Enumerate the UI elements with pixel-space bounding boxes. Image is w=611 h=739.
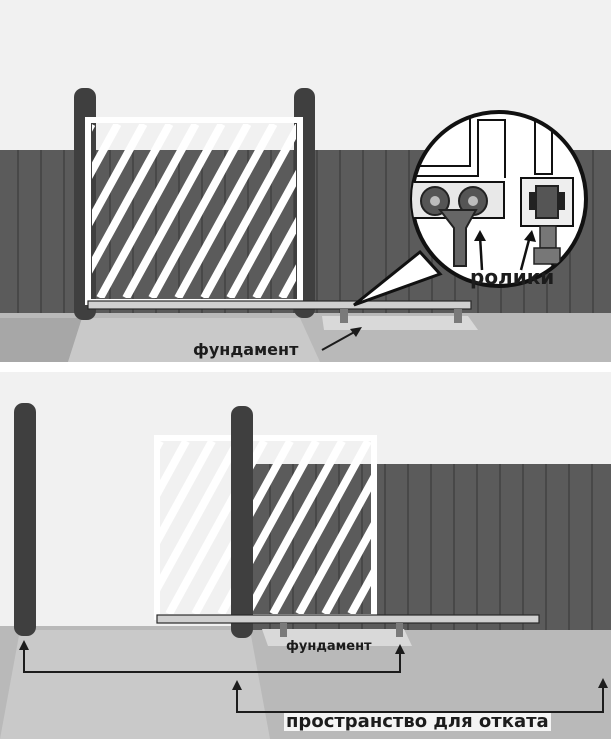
gate-slat	[96, 124, 200, 298]
gate-slat	[226, 169, 296, 298]
roller-left-a-hub	[430, 196, 440, 206]
roller-right-stem	[539, 225, 557, 249]
ground-shade	[0, 318, 82, 362]
gate-slat	[174, 124, 278, 298]
gate-rail	[87, 300, 472, 310]
middle-post	[231, 406, 253, 638]
gate-slat	[200, 124, 296, 298]
gate-slat	[269, 441, 371, 614]
gate-width-arrow-left	[19, 640, 29, 650]
gate-slat	[243, 441, 346, 614]
gate-width-bracket	[23, 646, 401, 673]
gate-slat	[295, 474, 371, 614]
roller-left-b-hub	[468, 196, 478, 206]
gate-slat	[160, 441, 216, 545]
panel-open	[0, 372, 611, 739]
gate-closed	[85, 117, 303, 305]
gate-slat	[160, 441, 190, 497]
gate-slat	[252, 216, 296, 298]
path-strip	[0, 630, 270, 739]
roller-right-wheel-r	[557, 192, 565, 210]
path-strip	[68, 318, 320, 362]
foundation-arrow-line	[321, 329, 359, 351]
left-post	[14, 403, 36, 636]
zoom-frame-corner	[412, 119, 506, 178]
label-rollback-space: пространство для отката	[284, 711, 551, 732]
gate-rail	[156, 614, 540, 624]
roller-left-bracket	[437, 209, 478, 267]
roller-right-wheel-l	[529, 192, 537, 210]
roller-support-1	[340, 309, 348, 323]
gate-slats	[92, 124, 296, 298]
foundation-arrow-head	[350, 327, 362, 337]
panel-divider	[0, 362, 611, 372]
label-rollers: ролики	[470, 265, 555, 289]
roller-right-base	[533, 247, 561, 265]
label-foundation-top: фундамент	[193, 340, 299, 359]
gate-slat	[122, 124, 226, 298]
rollers-arrow-2	[519, 235, 532, 271]
roller-support-2	[454, 309, 462, 323]
rollback-arrow-left	[232, 680, 242, 690]
gate-slat	[321, 522, 371, 614]
rollers-arrow-1	[478, 235, 484, 271]
foundation	[322, 316, 478, 330]
gate-slat	[92, 124, 122, 180]
gate-slat	[92, 124, 148, 227]
gate-slat	[148, 124, 252, 298]
rollback-bracket	[236, 684, 604, 713]
gate-width-arrow-right	[395, 644, 405, 654]
gate-slat	[92, 124, 174, 274]
gate-slat	[347, 569, 371, 614]
callout-pointer	[353, 249, 443, 307]
label-foundation-bottom: фундамент	[286, 639, 372, 654]
roller-support-2	[396, 623, 403, 637]
roller-callout	[353, 110, 588, 307]
zoom-frame-inner	[412, 112, 471, 167]
roller-right-body	[535, 185, 559, 219]
rollback-arrow-right	[598, 678, 608, 688]
rollers-arrow-1-head	[474, 230, 486, 241]
rollers-arrow-2-head	[524, 230, 536, 242]
foundation	[262, 629, 412, 646]
gate-slat	[160, 441, 242, 592]
zoom-profile-right	[534, 112, 553, 175]
roller-support-1	[280, 623, 287, 637]
